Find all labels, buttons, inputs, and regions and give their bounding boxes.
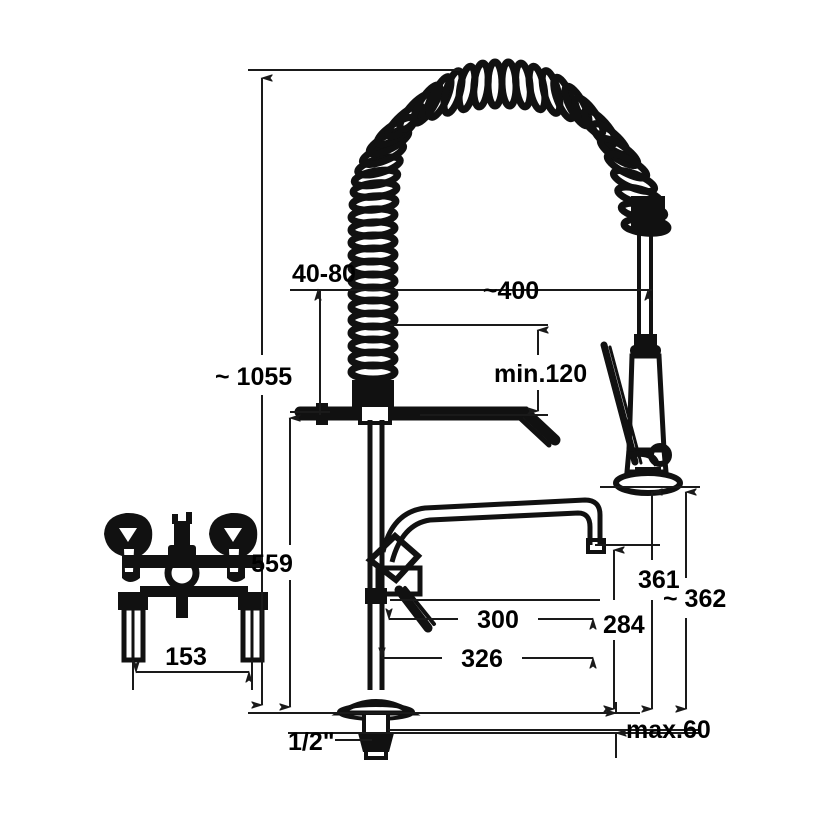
support-arm [294, 403, 561, 448]
coil-left-leg [347, 179, 401, 418]
two-handle-mixer [104, 512, 268, 663]
inlet-shank [358, 711, 394, 760]
dimension-labels: ~ 1055 40-80 ~400 min.120 559 153 300 32… [165, 260, 726, 756]
part-geometry [104, 58, 683, 760]
dim-label-gun-total-height: ~ 362 [663, 585, 726, 613]
dimension-lines [136, 78, 700, 758]
dim-label-spout-reach-total: 326 [461, 645, 503, 673]
dim-label-inlet-thread: 1/2" [288, 728, 335, 756]
dim-label-gun-rest-height: 361 [638, 566, 680, 594]
dim-label-spring-offset: 40-80 [292, 260, 356, 288]
mixer-handle-right [209, 512, 258, 582]
dim-label-deck-thickness: max.60 [626, 716, 711, 744]
coil-arch [350, 58, 672, 237]
swivel-spout [365, 497, 606, 585]
dim-label-spout-reach: 300 [477, 606, 519, 634]
hose-drop-tube [634, 228, 657, 346]
dim-label-spout-height: 284 [603, 611, 645, 639]
dim-label-min-clearance: min.120 [494, 360, 587, 388]
dim-label-base-spacing: 153 [165, 643, 207, 671]
dim-label-arm-height: 559 [251, 550, 293, 578]
spray-gun [600, 341, 683, 496]
dim-label-spray-reach: ~400 [483, 277, 539, 305]
dim-label-overall-height: ~ 1055 [215, 363, 292, 391]
mixer-handle-left [104, 512, 153, 582]
coil-right-ferrule [631, 196, 665, 230]
